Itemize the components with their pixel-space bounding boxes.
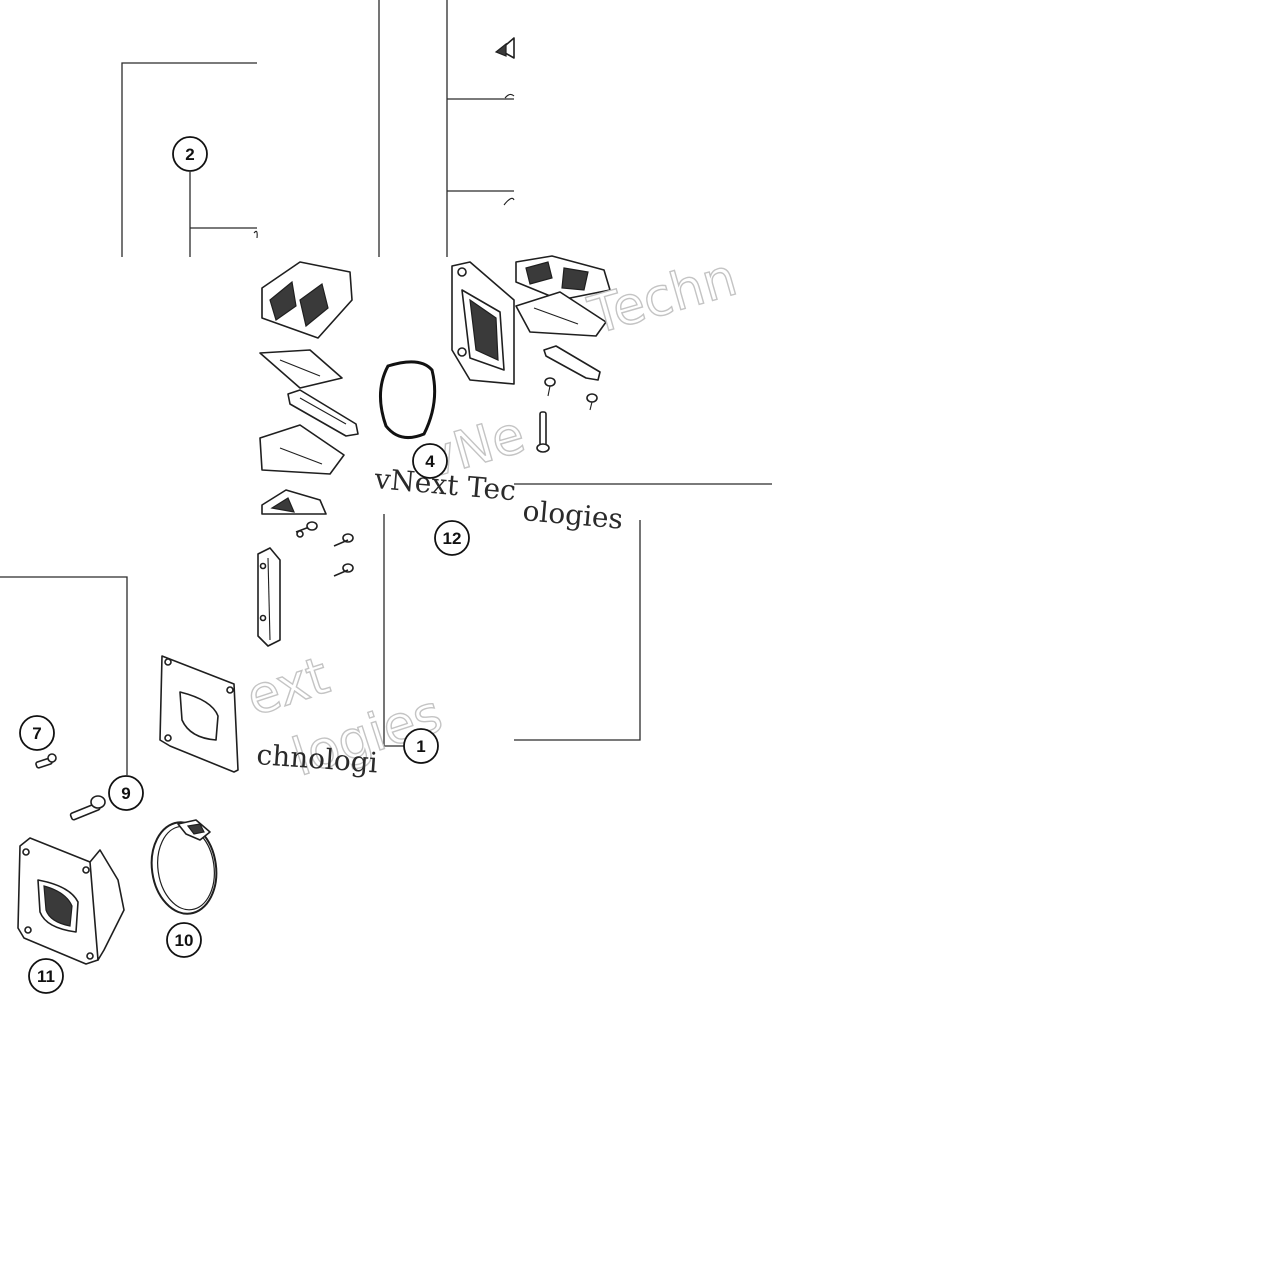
callout-11-label: 11 <box>37 967 55 986</box>
watermark-left-outline: ext <box>239 646 336 728</box>
callout-9: 9 <box>108 775 144 811</box>
intake-manifold-housing <box>451 261 515 385</box>
callout-12: 12 <box>434 520 470 556</box>
reed-stopper-plate <box>287 389 359 437</box>
callout-12-label: 12 <box>443 529 462 548</box>
callout-4-label: 4 <box>425 452 435 471</box>
callout-2-label: 2 <box>185 145 194 164</box>
reed-cage-bottom-fragment <box>261 489 327 515</box>
leader-callout-9-frame <box>0 576 128 775</box>
leader-callout-12-frame <box>514 520 641 741</box>
hose-clamp <box>150 819 218 915</box>
leader-lines <box>0 0 772 775</box>
callout-9-label: 9 <box>121 784 130 803</box>
reed-stopper-right <box>543 345 601 381</box>
callout-7-label: 7 <box>32 724 41 743</box>
reed-cage-left <box>261 261 353 339</box>
screw-small-2 <box>586 393 598 411</box>
watermark-center-serif-tail: ologies <box>521 494 624 536</box>
reed-petal-shadow <box>494 42 507 57</box>
callout-1-label: 1 <box>416 737 425 756</box>
bolt-medium-9 <box>69 795 106 821</box>
callout-1: 1 <box>403 728 439 764</box>
reed-cage-right <box>515 255 611 301</box>
intake-flange <box>17 837 125 965</box>
callout-10: 10 <box>166 922 202 958</box>
bolt-small-7 <box>35 753 57 769</box>
fragment-curl-3 <box>253 230 258 239</box>
callout-11: 11 <box>28 958 64 994</box>
reed-petal-left-1 <box>259 349 343 389</box>
screw-row-3 <box>333 563 354 577</box>
fragment-curl-2 <box>503 197 515 206</box>
spacer-block <box>257 547 281 647</box>
bolt-long <box>536 411 550 453</box>
callout-4: 4 <box>412 443 448 479</box>
watermark-bottom-serif: chnologi <box>256 738 379 779</box>
reed-petal-fragment <box>499 37 515 59</box>
callout-7: 7 <box>19 715 55 751</box>
callout-2: 2 <box>172 136 208 172</box>
screw-small-1 <box>544 377 556 397</box>
leader-frame-top-left <box>121 62 257 257</box>
reed-petal-left-2 <box>259 424 345 475</box>
reed-petal-right <box>515 291 607 337</box>
o-ring-gasket <box>379 360 437 440</box>
screw-row-1 <box>295 521 318 538</box>
callout-10-label: 10 <box>175 931 194 950</box>
watermark-top-right: Techn <box>582 248 743 347</box>
screw-row-2 <box>333 533 354 547</box>
fragment-curl <box>504 93 515 99</box>
gasket-flat <box>159 655 239 773</box>
top-fragments <box>253 37 515 239</box>
